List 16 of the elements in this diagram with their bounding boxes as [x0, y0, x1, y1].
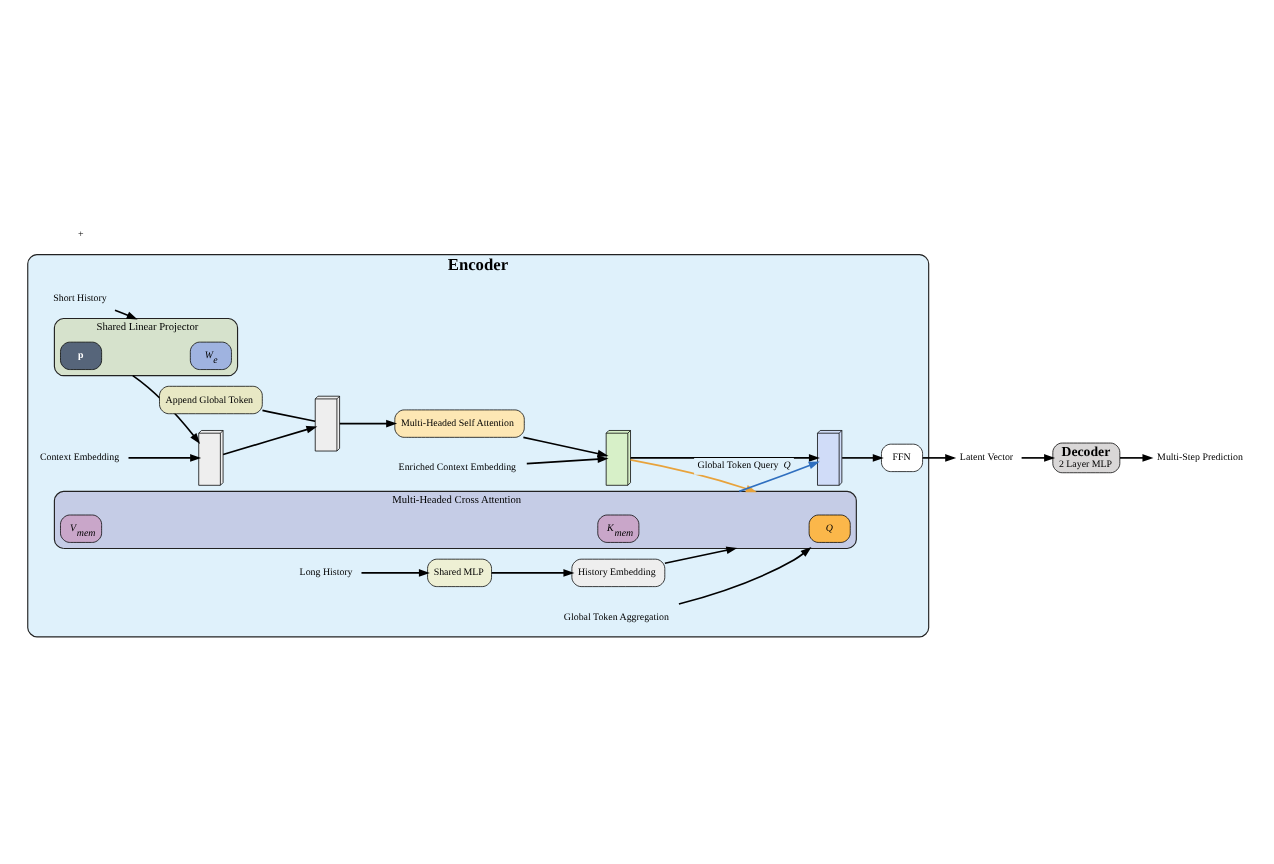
arrow [664, 546, 738, 565]
arrow [114, 309, 138, 320]
arrow [525, 455, 609, 465]
arrow [222, 425, 318, 456]
arrow [490, 569, 575, 577]
arrow [629, 454, 820, 462]
arrow [678, 546, 812, 605]
arrow [522, 436, 609, 458]
arrow [921, 454, 957, 462]
arrow [1119, 454, 1154, 462]
arrow [1020, 454, 1056, 462]
arrow [338, 419, 398, 428]
arrow [841, 454, 884, 462]
arrow [127, 454, 202, 462]
arrow [360, 569, 430, 577]
connector [261, 409, 316, 423]
